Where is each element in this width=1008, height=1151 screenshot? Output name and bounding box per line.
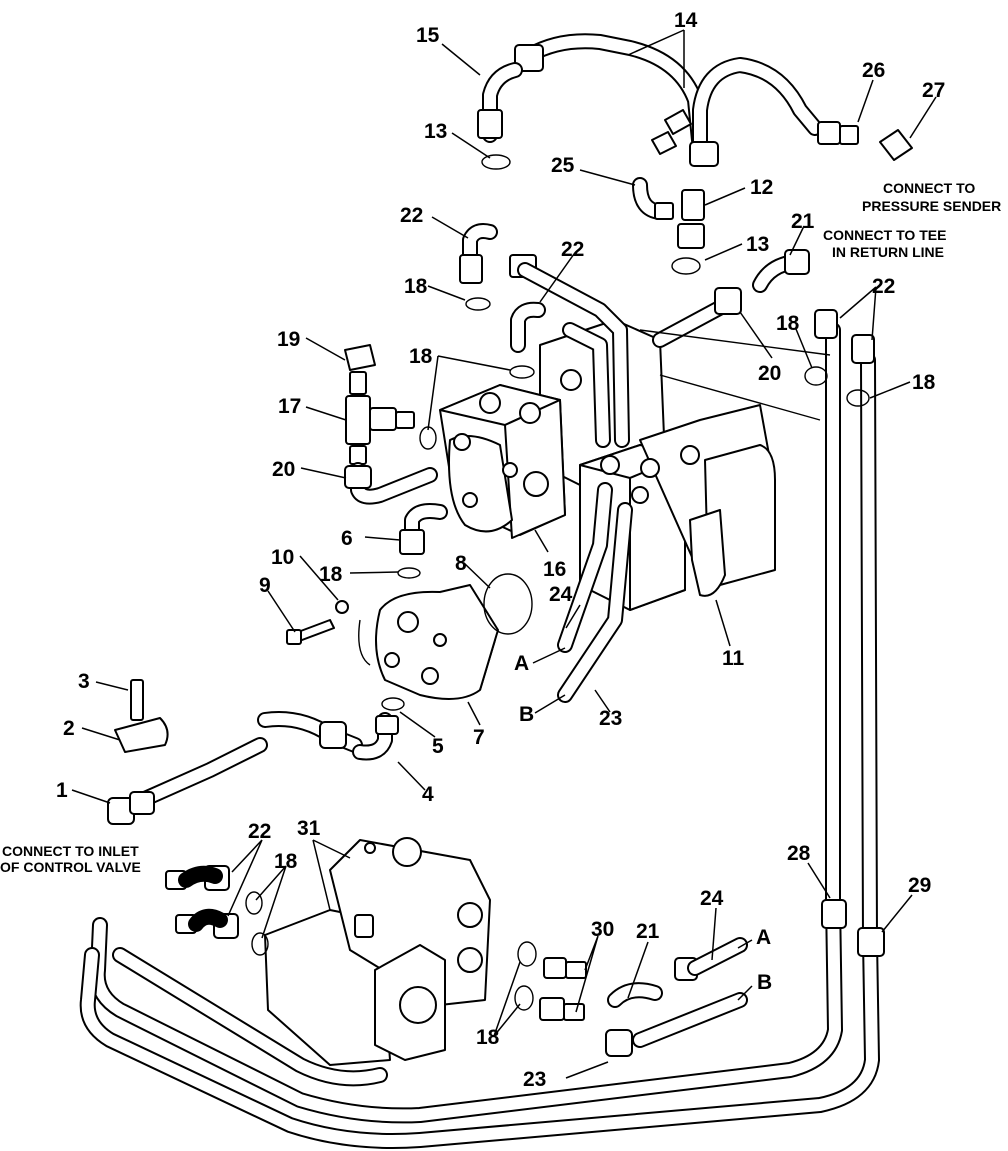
callout-18: 18	[476, 1026, 500, 1049]
note-pressure-sender-line1: CONNECT TO	[883, 180, 975, 196]
tee-and-cap	[344, 344, 438, 505]
callout-18: 18	[409, 345, 433, 368]
callout-19: 19	[277, 328, 300, 351]
leader-lines	[71, 29, 937, 1079]
callout-18: 18	[319, 563, 343, 586]
pressure-sender-fittings	[817, 121, 913, 161]
tube-nut	[689, 141, 719, 167]
hydraulic-pump-31	[264, 837, 491, 1066]
note-return-line-line2: IN RETURN LINE	[832, 244, 944, 260]
callout-1: 1	[56, 779, 68, 802]
callout-2: 2	[63, 717, 75, 740]
elbow-fitting-15	[477, 62, 523, 170]
lower-return-tubes	[79, 322, 880, 1149]
callout-7: 7	[473, 726, 485, 749]
hose-clamp	[114, 679, 169, 753]
callout-20: 20	[272, 458, 295, 481]
callout-A: A	[514, 652, 529, 675]
callout-24: 24	[700, 887, 724, 910]
callout-20: 20	[758, 362, 781, 385]
o-ring-8	[483, 573, 533, 635]
callout-13: 13	[424, 120, 447, 143]
callout-30: 30	[591, 918, 614, 941]
note-pressure-sender-line2: PRESSURE SENDER	[862, 198, 1001, 214]
callout-10: 10	[271, 546, 294, 569]
note-control-valve-line2: OF CONTROL VALVE	[0, 859, 141, 875]
callout-18: 18	[912, 371, 936, 394]
pump-inlet-fittings	[165, 865, 269, 956]
callout-29: 29	[908, 874, 931, 897]
callout-15: 15	[416, 24, 440, 47]
control-valve-assembly	[439, 319, 776, 611]
elbow-fitting-6	[397, 503, 448, 579]
note-return-line-line1: CONNECT TO TEE	[823, 227, 946, 243]
callout-14: 14	[674, 9, 698, 32]
valve-top-fittings	[419, 223, 630, 450]
callout-31: 31	[297, 817, 321, 840]
bolt-and-washer	[286, 600, 349, 645]
callout-4: 4	[422, 783, 434, 806]
callout-22: 22	[400, 204, 423, 227]
callout-B: B	[519, 703, 534, 726]
callout-B: B	[757, 971, 772, 994]
callout-18: 18	[776, 312, 800, 335]
return-line-fittings	[639, 249, 875, 421]
tube-nut	[514, 44, 544, 72]
callout-17: 17	[278, 395, 301, 418]
callout-22: 22	[561, 238, 584, 261]
callout-numbers: 15 14 13 25 12 26 27 22 22 13 21 18 22 1…	[56, 9, 945, 1091]
callout-21: 21	[791, 210, 815, 233]
callout-21: 21	[636, 920, 660, 943]
callout-23: 23	[523, 1068, 546, 1091]
callout-18: 18	[274, 850, 298, 873]
note-control-valve-line1: CONNECT TO INLET	[2, 843, 139, 859]
callout-28: 28	[787, 842, 811, 865]
o-ring	[481, 154, 511, 170]
callout-25: 25	[551, 154, 575, 177]
callout-5: 5	[432, 735, 444, 758]
callout-12: 12	[750, 176, 773, 199]
callout-13: 13	[746, 233, 769, 256]
callout-16: 16	[543, 558, 566, 581]
callout-23: 23	[599, 707, 622, 730]
gauge-tubes	[514, 33, 823, 167]
callout-9: 9	[259, 574, 271, 597]
callout-3: 3	[78, 670, 90, 693]
inlet-hose	[107, 711, 399, 825]
callout-A: A	[756, 926, 771, 949]
gear-pump-7	[358, 573, 533, 711]
callout-6: 6	[341, 527, 353, 550]
callout-24: 24	[549, 583, 573, 606]
elbow-fitting-25	[632, 177, 705, 275]
callout-18: 18	[404, 275, 428, 298]
callout-11: 11	[722, 647, 745, 670]
callout-26: 26	[862, 59, 885, 82]
callout-27: 27	[922, 79, 945, 102]
callout-22: 22	[248, 820, 271, 843]
pump-outlet-fittings	[514, 899, 885, 1057]
callout-8: 8	[455, 552, 467, 575]
callout-22: 22	[872, 275, 895, 298]
connection-notes: CONNECT TO PRESSURE SENDER CONNECT TO TE…	[0, 180, 1001, 875]
